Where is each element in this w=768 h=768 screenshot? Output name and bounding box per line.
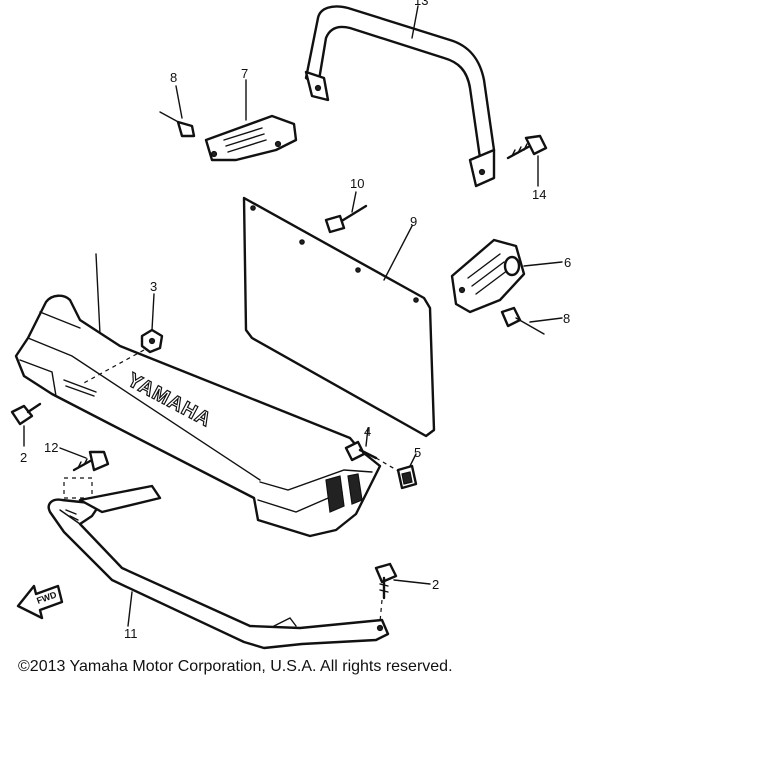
callout-9: 9 <box>410 214 417 229</box>
callout-4: 4 <box>364 424 371 439</box>
callout-6: 6 <box>564 255 571 270</box>
part-8-pin-lower: 8 <box>500 306 570 335</box>
part-14-bolt: 14 <box>506 134 548 202</box>
copyright-notice: ©2013 Yamaha Motor Corporation, U.S.A. A… <box>18 658 453 675</box>
part-13-grab-bar: 13 <box>304 0 496 188</box>
callout-11: 11 <box>124 626 138 641</box>
callout-7: 7 <box>241 66 248 81</box>
bumper-fascia: YAMAHA <box>14 253 382 538</box>
part-4-bolt: 4 <box>344 424 401 473</box>
part-5-clip-nut: 5 <box>396 445 421 490</box>
fwd-direction-arrow: FWD <box>16 584 64 620</box>
part-9-plate: 9 <box>242 196 436 438</box>
part-7-bracket: 7 <box>204 66 298 162</box>
callout-12: 12 <box>44 440 58 455</box>
callout-5: 5 <box>414 445 421 460</box>
callout-3: 3 <box>150 279 157 294</box>
callout-10: 10 <box>350 176 364 191</box>
part-6-mount-block: 6 <box>450 238 571 314</box>
part-8-pin-upper: 8 <box>159 70 196 138</box>
part-11-lower-guard: 11 <box>47 484 390 650</box>
callout-8-lower: 8 <box>563 311 570 326</box>
callout-2-right: 2 <box>432 577 439 592</box>
part-10-screw: 10 <box>324 176 368 234</box>
part-12-bolt: 12 <box>44 440 110 499</box>
callout-14: 14 <box>532 187 546 202</box>
callout-8-upper: 8 <box>170 70 177 85</box>
callout-2-left: 2 <box>20 450 27 465</box>
part-3-nut: 3 <box>81 279 164 385</box>
part-2-bolt-left: 2 <box>10 402 42 465</box>
part-2-bolt-right: 2 <box>374 562 439 623</box>
callout-13: 13 <box>414 0 428 8</box>
